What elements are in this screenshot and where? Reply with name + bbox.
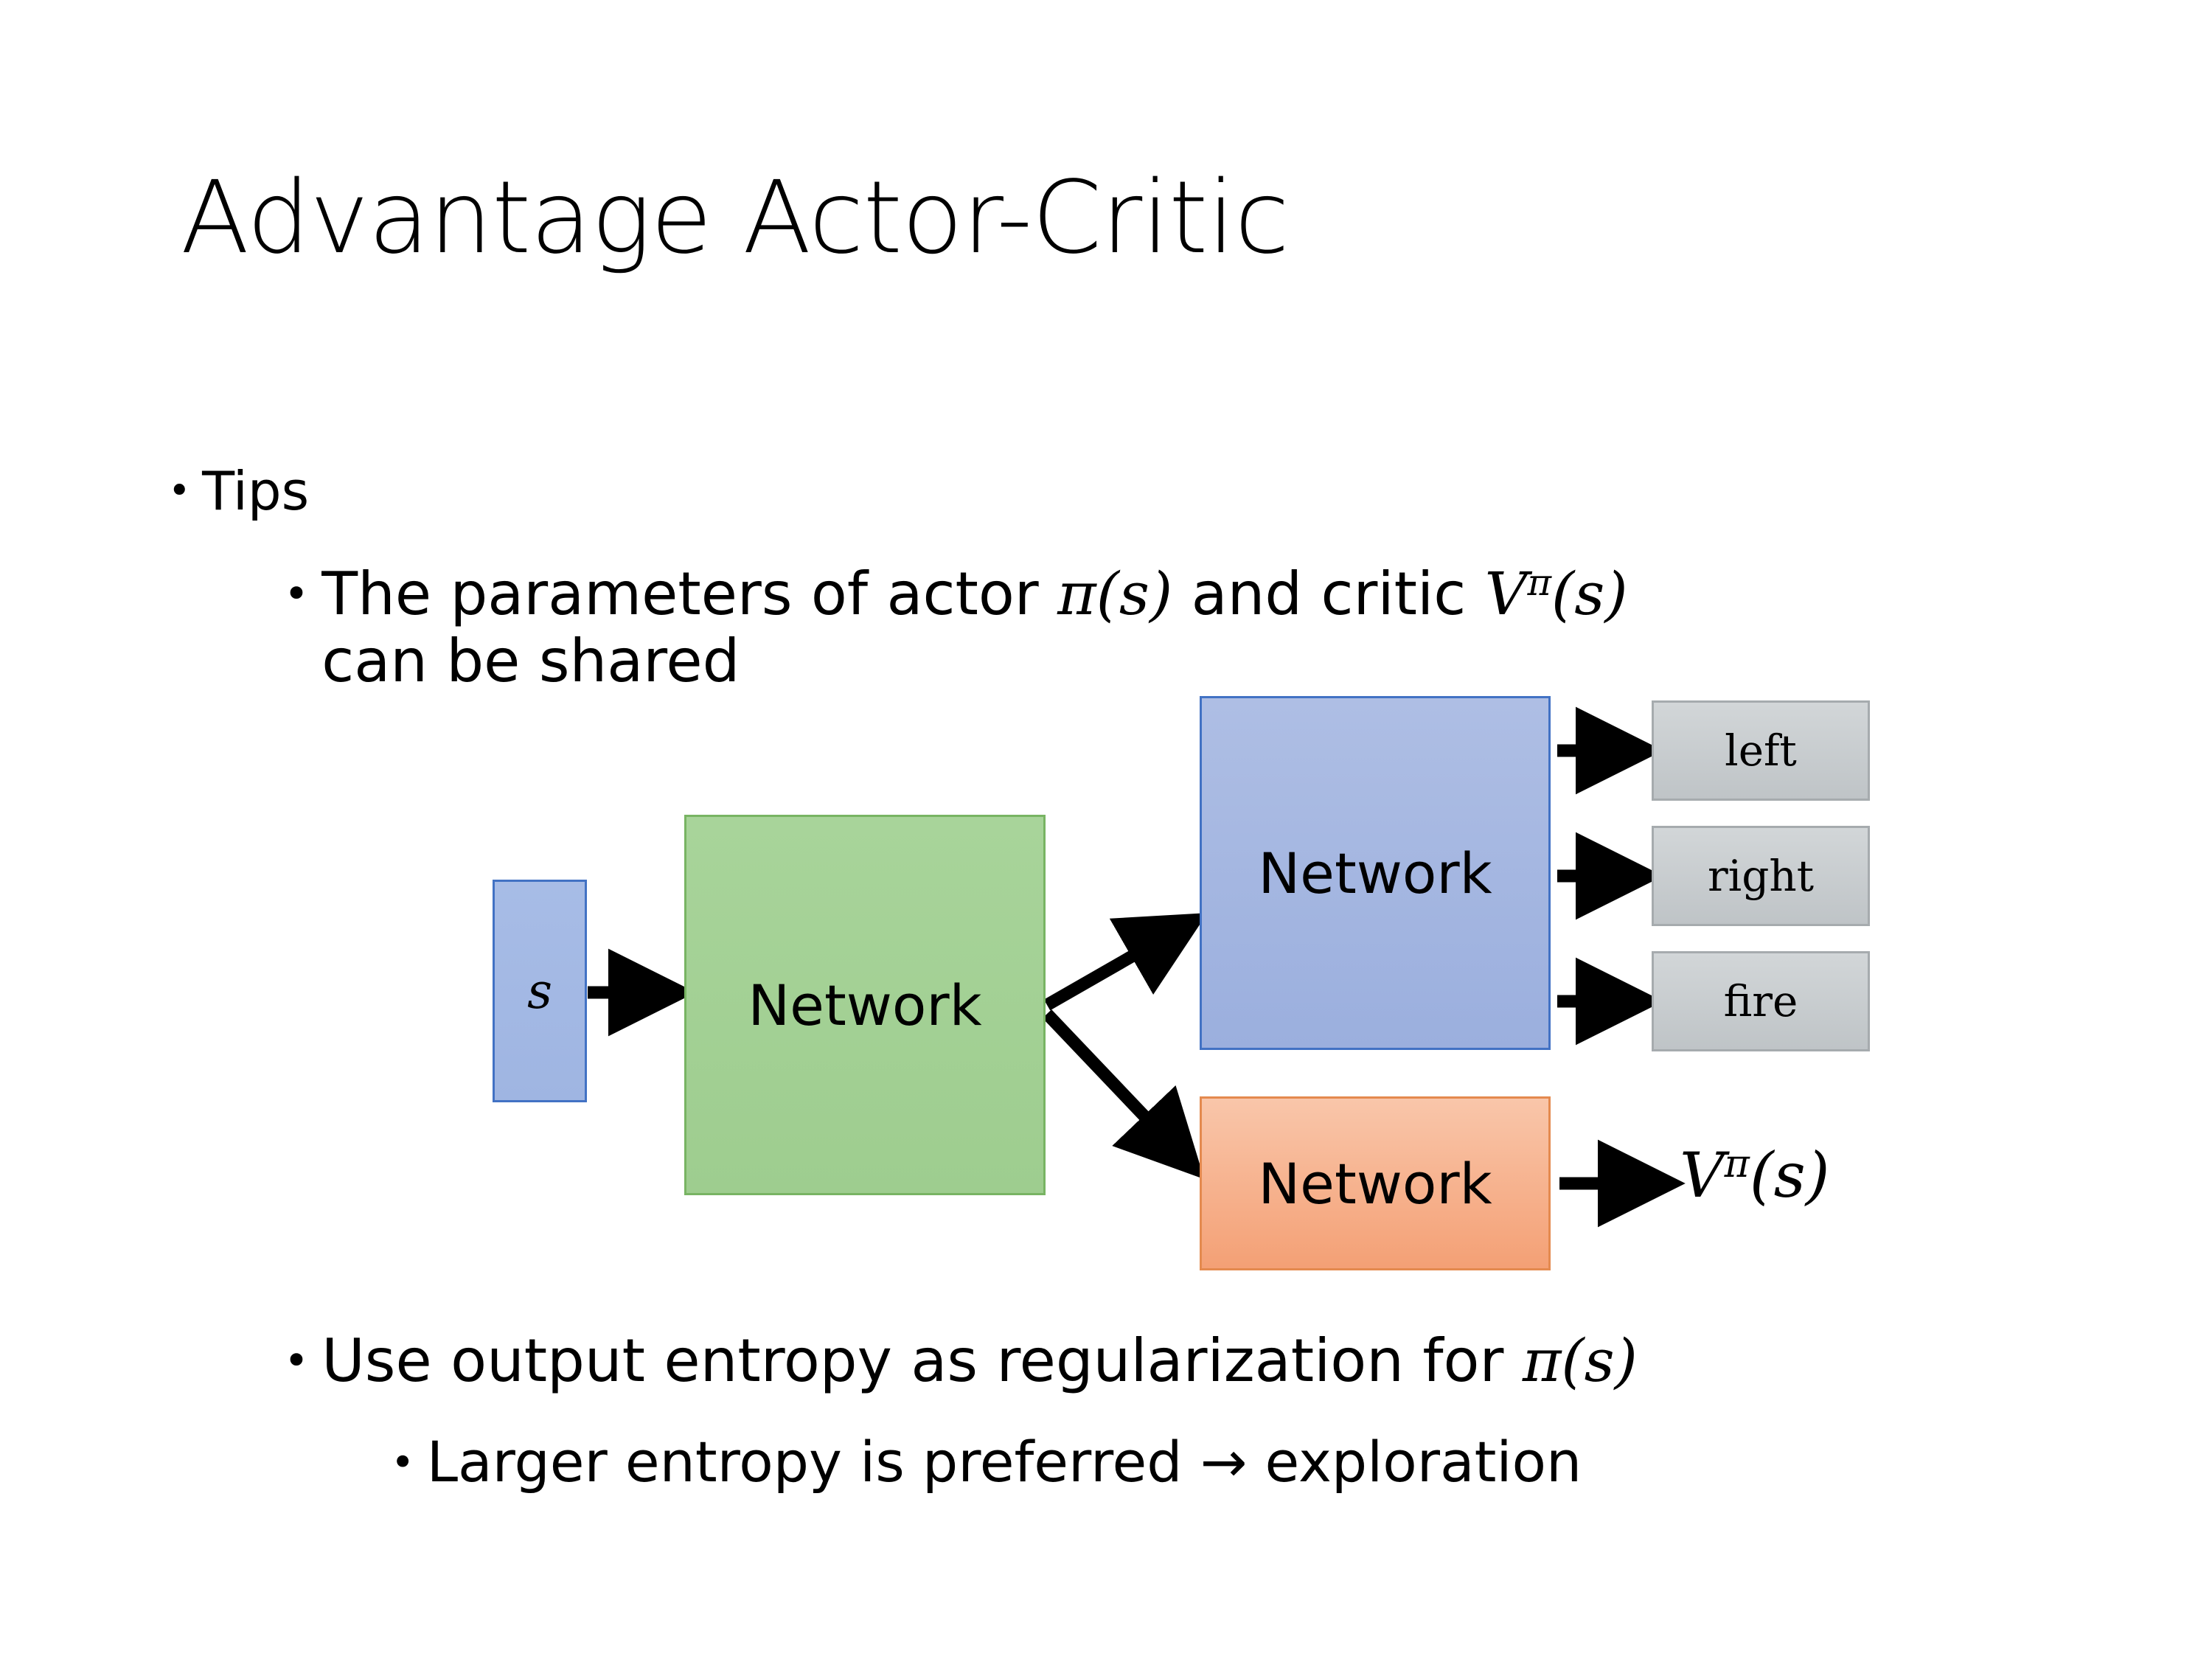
math-entropy-pi: π(s) <box>1522 1326 1638 1395</box>
bullet-entropy-label: Use output entropy as regularization for… <box>321 1327 2127 1394</box>
page-title: Advantage Actor-Critic <box>181 160 1290 276</box>
critic-network-label: Network <box>1258 1150 1492 1217</box>
bullet-tips: • Tips <box>168 461 832 521</box>
arrow-shared-to-critic <box>1042 1009 1205 1180</box>
bullet-shared-parameters: • The parameters of actor π(s) and criti… <box>284 560 2076 695</box>
critic-value-output-label: Vπ(s) <box>1680 1139 1830 1211</box>
bullet-marker-icon: • <box>391 1439 415 1486</box>
bullet-tips-label: Tips <box>202 460 310 522</box>
state-input-box[interactable]: s <box>493 880 587 1102</box>
math-critic-superscript: π <box>1527 561 1552 605</box>
bullet-marker-icon: • <box>284 569 309 619</box>
actor-network-box[interactable]: Network <box>1200 696 1551 1050</box>
params-text-before: The parameters of actor <box>321 560 1058 628</box>
entropy-text: Use output entropy as regularization for <box>321 1326 1523 1395</box>
action-label-right: right <box>1707 851 1815 901</box>
math-actor-pi: π(s) <box>1057 560 1173 628</box>
bullet-larger-entropy-label: Larger entropy is preferred → exploratio… <box>426 1429 1582 1495</box>
params-text-after: can be shared <box>321 627 740 696</box>
action-box-fire[interactable]: fire <box>1652 951 1870 1051</box>
actor-network-label: Network <box>1258 840 1492 906</box>
math-critic-base: V <box>1484 560 1528 628</box>
bullet-shared-parameters-label: The parameters of actor π(s) and critic … <box>321 560 2076 695</box>
action-box-left[interactable]: left <box>1652 700 1870 801</box>
bullet-entropy-regularization: • Use output entropy as regularization f… <box>284 1327 2127 1394</box>
bullet-larger-entropy: • Larger entropy is preferred → explorat… <box>391 1430 2124 1495</box>
bullet-marker-icon: • <box>284 1336 309 1386</box>
shared-network-label: Network <box>748 972 982 1038</box>
action-label-left: left <box>1725 726 1797 776</box>
action-label-fire: fire <box>1723 976 1798 1026</box>
bullet-marker-icon: • <box>168 468 191 513</box>
critic-network-box[interactable]: Network <box>1200 1096 1551 1270</box>
shared-network-box[interactable]: Network <box>684 815 1046 1195</box>
state-label: s <box>527 962 552 1020</box>
math-critic-argument: (s) <box>1551 560 1628 628</box>
action-box-right[interactable]: right <box>1652 826 1870 926</box>
arrow-shared-to-actor <box>1043 913 1208 1011</box>
critic-output-superscript: π <box>1724 1141 1750 1186</box>
critic-output-base: V <box>1680 1139 1725 1211</box>
params-text-middle: and critic <box>1172 560 1485 628</box>
critic-output-argument: (s) <box>1749 1139 1830 1211</box>
math-critic-v-pi: Vπ(s) <box>1485 560 1628 628</box>
